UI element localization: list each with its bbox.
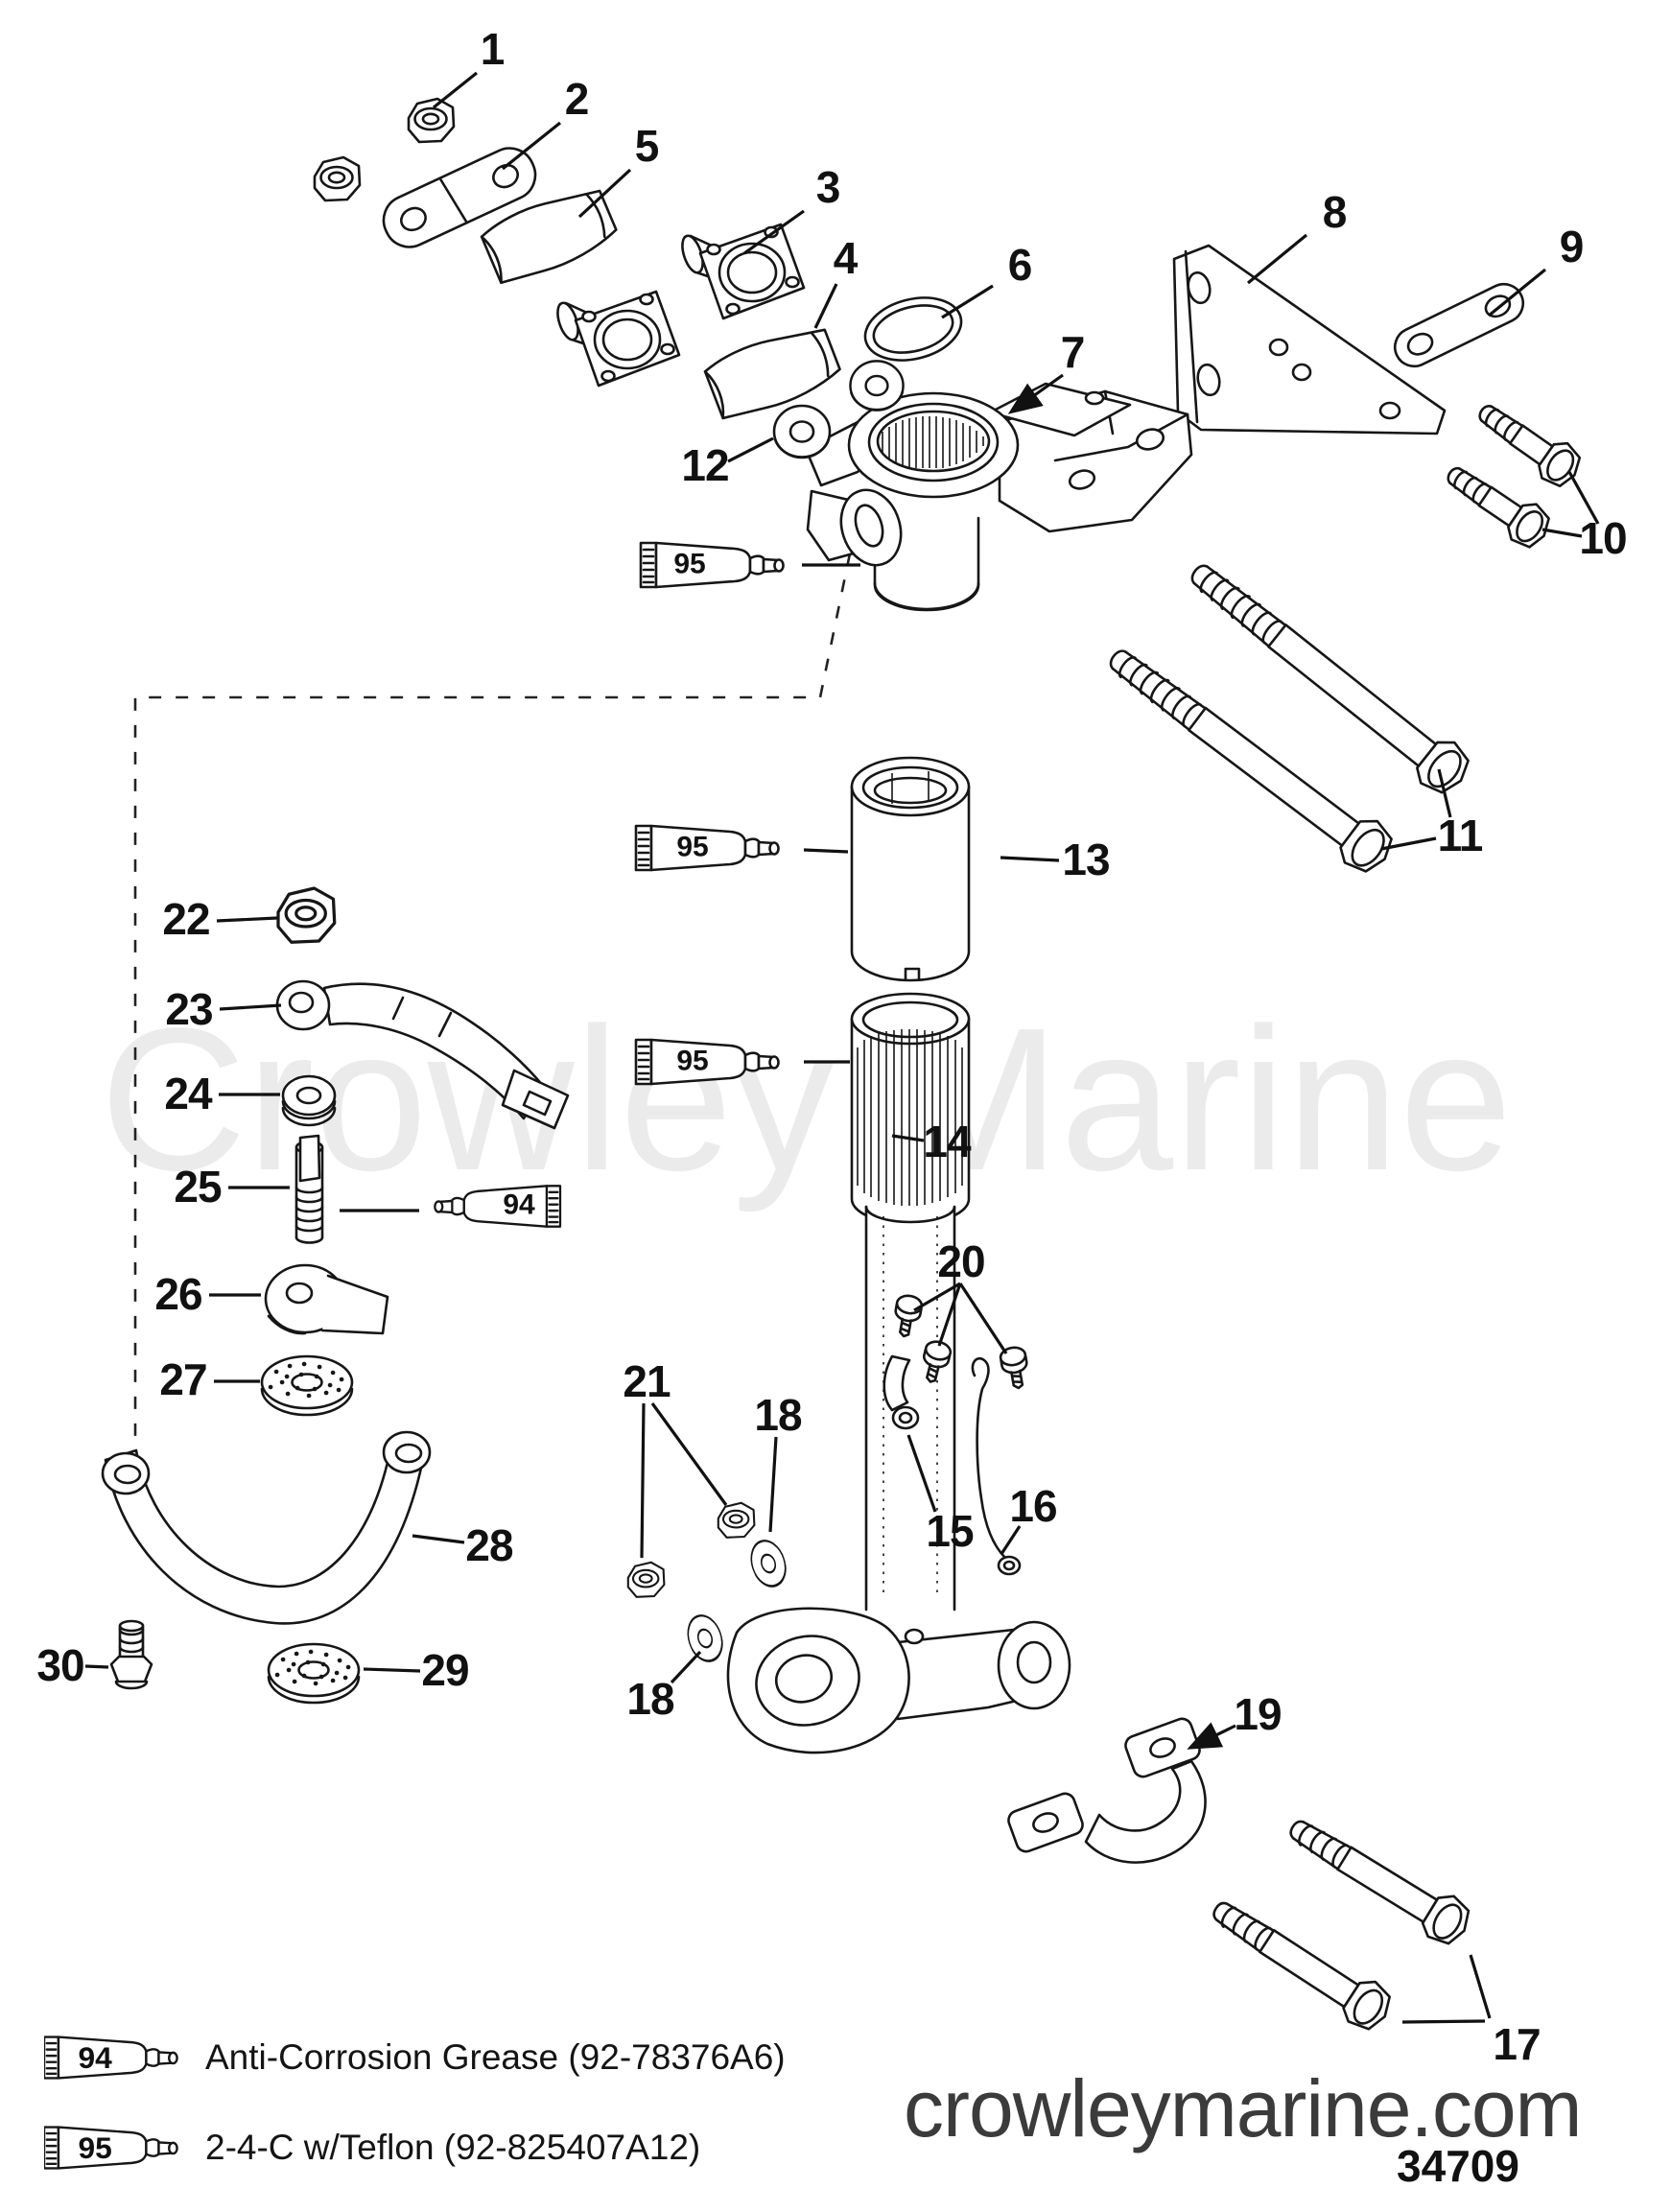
leader-line — [727, 436, 774, 463]
part-10-bolt-a — [1468, 390, 1589, 494]
leader-line — [958, 1282, 1008, 1354]
leader-line — [813, 283, 838, 329]
leader-line — [743, 209, 805, 255]
legend-tube-94-label: 94 — [78, 2040, 112, 2075]
site-url: crowleymarine.com — [904, 2063, 1583, 2153]
part-2-link-plate — [382, 147, 537, 248]
part-27-fiber-washer — [262, 1356, 352, 1415]
part-13-sleeve — [850, 756, 971, 982]
legend-text-95: 2-4-C w/Teflon (92-825407A12) — [205, 2128, 701, 2167]
legend-text-94: Anti-Corrosion Grease (92-78376A6) — [205, 2037, 786, 2077]
grease-tube-95-icon: 95 — [44, 2126, 178, 2170]
grease-tube-95-b — [634, 824, 780, 872]
leader-line — [1187, 1722, 1236, 1750]
leader-line — [502, 121, 561, 171]
leader-line — [1567, 471, 1600, 525]
grease-tube-94-icon: 94 — [44, 2036, 178, 2080]
leader-line — [941, 284, 994, 319]
part-24-washer — [281, 1074, 337, 1127]
leader-line — [1487, 268, 1547, 318]
part-21-nut-a — [717, 1501, 756, 1539]
leader-line — [363, 1667, 421, 1673]
part-14-steering-arm-boss — [726, 1607, 1071, 1754]
part-18-washer-a — [744, 1535, 792, 1592]
part-1-nut-b — [313, 155, 362, 202]
part-25-stud — [294, 1134, 324, 1244]
part-6-o-ring — [863, 296, 963, 362]
leader-line — [1437, 768, 1452, 818]
part-3-mount-upper — [676, 223, 806, 320]
leader-line — [891, 1134, 925, 1142]
leader-line — [577, 168, 632, 219]
part-28-arc-bracket — [101, 1430, 432, 1625]
leader-line — [913, 1282, 961, 1312]
legend-tube-95-label: 95 — [78, 2130, 111, 2165]
leader-line — [670, 1650, 702, 1684]
legend-row-95: 95 2-4-C w/Teflon (92-825407A12) — [44, 2120, 700, 2176]
leader-line — [1000, 856, 1060, 862]
part-19-clamp — [1007, 1717, 1207, 1864]
part-16-ground-wire — [971, 1356, 1022, 1576]
part-11-bolt-a — [1177, 548, 1479, 804]
part-23-steering-link-arm — [275, 979, 570, 1130]
dashed-boundary — [133, 553, 852, 1536]
part-14-swivel-shaft — [850, 992, 971, 1612]
part-1-nut — [407, 97, 456, 144]
part-30-bolt — [109, 1619, 153, 1690]
washer-under-o-ring — [849, 360, 905, 412]
grease-tube-94 — [434, 1185, 562, 1228]
part-15-lever — [883, 1354, 920, 1430]
leader-line — [1246, 233, 1308, 285]
legend-row-94: 94 Anti-Corrosion Grease (92-78376A6) — [44, 2030, 786, 2085]
leader-line — [1000, 1525, 1022, 1555]
part-4-plate — [700, 318, 845, 427]
part-17-bolt-a — [1279, 1803, 1478, 1953]
leader-line — [1401, 2019, 1486, 2024]
leader-line — [803, 848, 849, 854]
leader-line — [219, 1003, 282, 1011]
leader-line — [433, 71, 478, 109]
leader-line — [1469, 1954, 1492, 2019]
part-12-washer — [772, 404, 832, 459]
part-22-locknut — [276, 886, 337, 944]
grease-tube-95-c — [634, 1038, 780, 1086]
part-11-bolt-b — [1096, 633, 1402, 882]
part-8-bracket — [1172, 244, 1447, 435]
leader-line — [1542, 528, 1583, 538]
leader-line — [216, 916, 278, 923]
part-17-bolt-b — [1202, 1886, 1400, 2038]
part-29-fiber-washer — [269, 1644, 359, 1703]
leader-line — [768, 1436, 778, 1533]
part-18-washer-b — [681, 1610, 729, 1667]
part-3-mount-lower — [552, 290, 681, 388]
leader-line — [84, 1664, 109, 1669]
leader-line — [1007, 373, 1064, 414]
part-10-bolt-b — [1437, 453, 1558, 555]
grease-tube-95-a — [639, 541, 785, 589]
part-21-nut-b — [626, 1561, 666, 1598]
leader-line — [640, 1402, 646, 1559]
part-9-link — [1393, 282, 1525, 368]
leader-line — [650, 1402, 728, 1506]
leader-line — [937, 1282, 962, 1347]
leader-line — [1380, 836, 1437, 851]
drawing-number: 34709 — [1397, 2141, 1519, 2191]
leader-line — [412, 1534, 465, 1544]
part-26-tab-washer — [264, 1263, 389, 1335]
part-7-swivel-bracket — [804, 382, 1193, 612]
leader-line — [906, 1434, 937, 1513]
leader-lines — [84, 71, 1600, 2024]
